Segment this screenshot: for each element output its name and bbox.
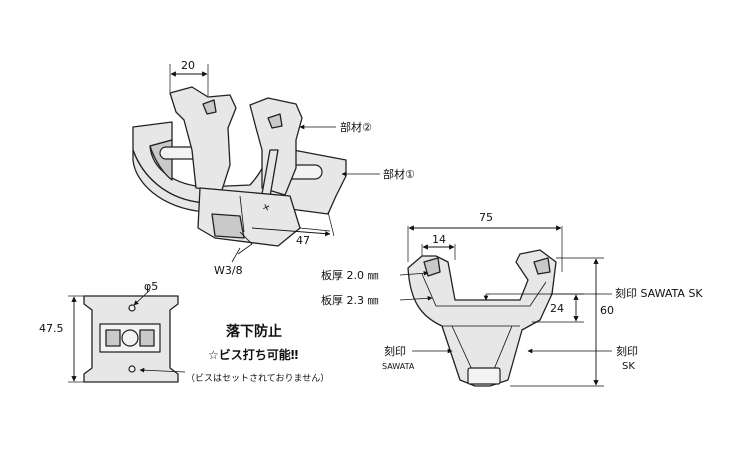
part1-front-rim <box>132 149 279 215</box>
part1-label: 部材① <box>383 167 415 181</box>
plate-left-window <box>105 329 121 347</box>
dim-plate-height: 47.5 <box>39 322 64 335</box>
stamp-top-label: 刻印 SAWATA SK <box>615 286 703 300</box>
dim47-ext <box>299 227 331 232</box>
thickness1-leader <box>399 270 429 276</box>
stamp-right-label-1: 刻印 <box>616 344 638 358</box>
screw-note: （ビスはセットされておりません） <box>186 373 329 384</box>
plate-bottom-hole <box>128 365 136 373</box>
front-stamp-plate <box>467 367 501 385</box>
phi5-leader <box>133 289 151 306</box>
center-body-edge <box>239 195 245 233</box>
stamp-left-label-2: SAWATA <box>382 362 415 371</box>
thread-stud-lines <box>237 231 253 255</box>
thickness1-label: 板厚 2.0 ㎜ <box>321 268 379 282</box>
stamp-right-label-2: SK <box>622 361 635 372</box>
part2-right-slot <box>267 113 283 129</box>
screw-ok-note: ☆ビス打ち可能‼ <box>208 347 298 362</box>
dim-front-width: 75 <box>479 211 493 224</box>
plate-view: 47.5 φ5 <box>39 280 186 383</box>
thickness2-label: 板厚 2.3 ㎜ <box>321 293 379 307</box>
thread-leader <box>231 247 241 263</box>
front-view: 75 14 60 24 刻印 SAWATA SK 板厚 2.0 ㎜ 板厚 2.3… <box>321 211 703 387</box>
part2-left-plate <box>169 86 237 191</box>
thread-label: W3/8 <box>214 264 243 277</box>
dim-iso-depth: 47 <box>296 234 310 247</box>
isometric-view: ✕ 20 47 W3/8 部材② 部材① <box>132 59 415 277</box>
dim-plate-diameter: φ5 <box>144 280 158 293</box>
screw-note-leader <box>139 367 186 373</box>
dim-front-height: 60 <box>600 304 614 317</box>
dim-front-inner: 14 <box>432 233 446 246</box>
dim-front-lip: 24 <box>550 302 564 315</box>
notes: 落下防止 ☆ビス打ち可能‼ （ビスはセットされておりません） <box>186 323 329 384</box>
part2-label: 部材② <box>340 120 372 134</box>
center-body-shadow <box>211 213 245 239</box>
dim-iso-width: 20 <box>181 59 195 72</box>
plate-top-hole <box>128 304 136 312</box>
dim47-line <box>251 227 331 237</box>
plate-center-hole <box>121 329 139 347</box>
dim47-ext2 <box>327 211 335 237</box>
fall-prevention-note: 落下防止 <box>226 323 282 340</box>
sk-stamp-mark: ✕ <box>261 203 273 214</box>
thickness2-leader <box>399 295 433 301</box>
plate-right-window <box>139 329 155 347</box>
stamp-left-label-1: 刻印 <box>384 344 406 358</box>
part2-left-slot <box>202 99 217 115</box>
front-right-tab <box>533 257 551 275</box>
part2-right-plate <box>249 97 303 196</box>
